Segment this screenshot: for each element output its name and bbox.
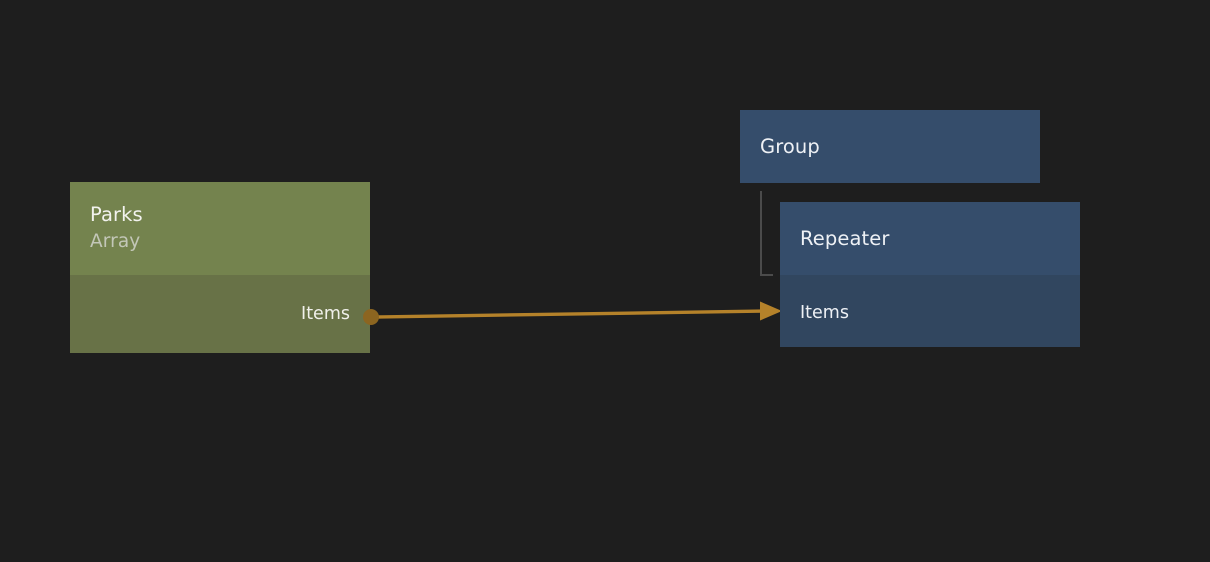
node-repeater-input-port-row[interactable]: Items	[780, 299, 1080, 327]
node-parks-title: Parks	[90, 203, 143, 226]
node-parks-output-port-label: Items	[301, 304, 350, 324]
node-parks-subtitle: Array	[90, 231, 141, 252]
node-repeater-input-port-label: Items	[800, 303, 849, 323]
group-to-repeater-bracket	[760, 191, 773, 276]
connection-arrowhead-icon	[760, 301, 782, 321]
node-repeater-title: Repeater	[800, 227, 890, 250]
node-parks[interactable]: Parks Array Items	[70, 182, 370, 353]
node-repeater[interactable]: Repeater Items	[780, 202, 1080, 347]
node-group-title: Group	[760, 135, 820, 158]
node-parks-body: Items	[70, 275, 370, 353]
node-repeater-body: Items	[780, 275, 1080, 347]
node-parks-header: Parks Array	[70, 182, 370, 275]
connection-wire-parks-items-to-repeater-items	[374, 309, 771, 319]
node-parks-output-port-dot[interactable]	[363, 309, 379, 325]
node-group[interactable]: Group	[740, 110, 1040, 183]
node-parks-output-port-row[interactable]: Items	[70, 299, 370, 329]
node-repeater-header: Repeater	[780, 202, 1080, 275]
